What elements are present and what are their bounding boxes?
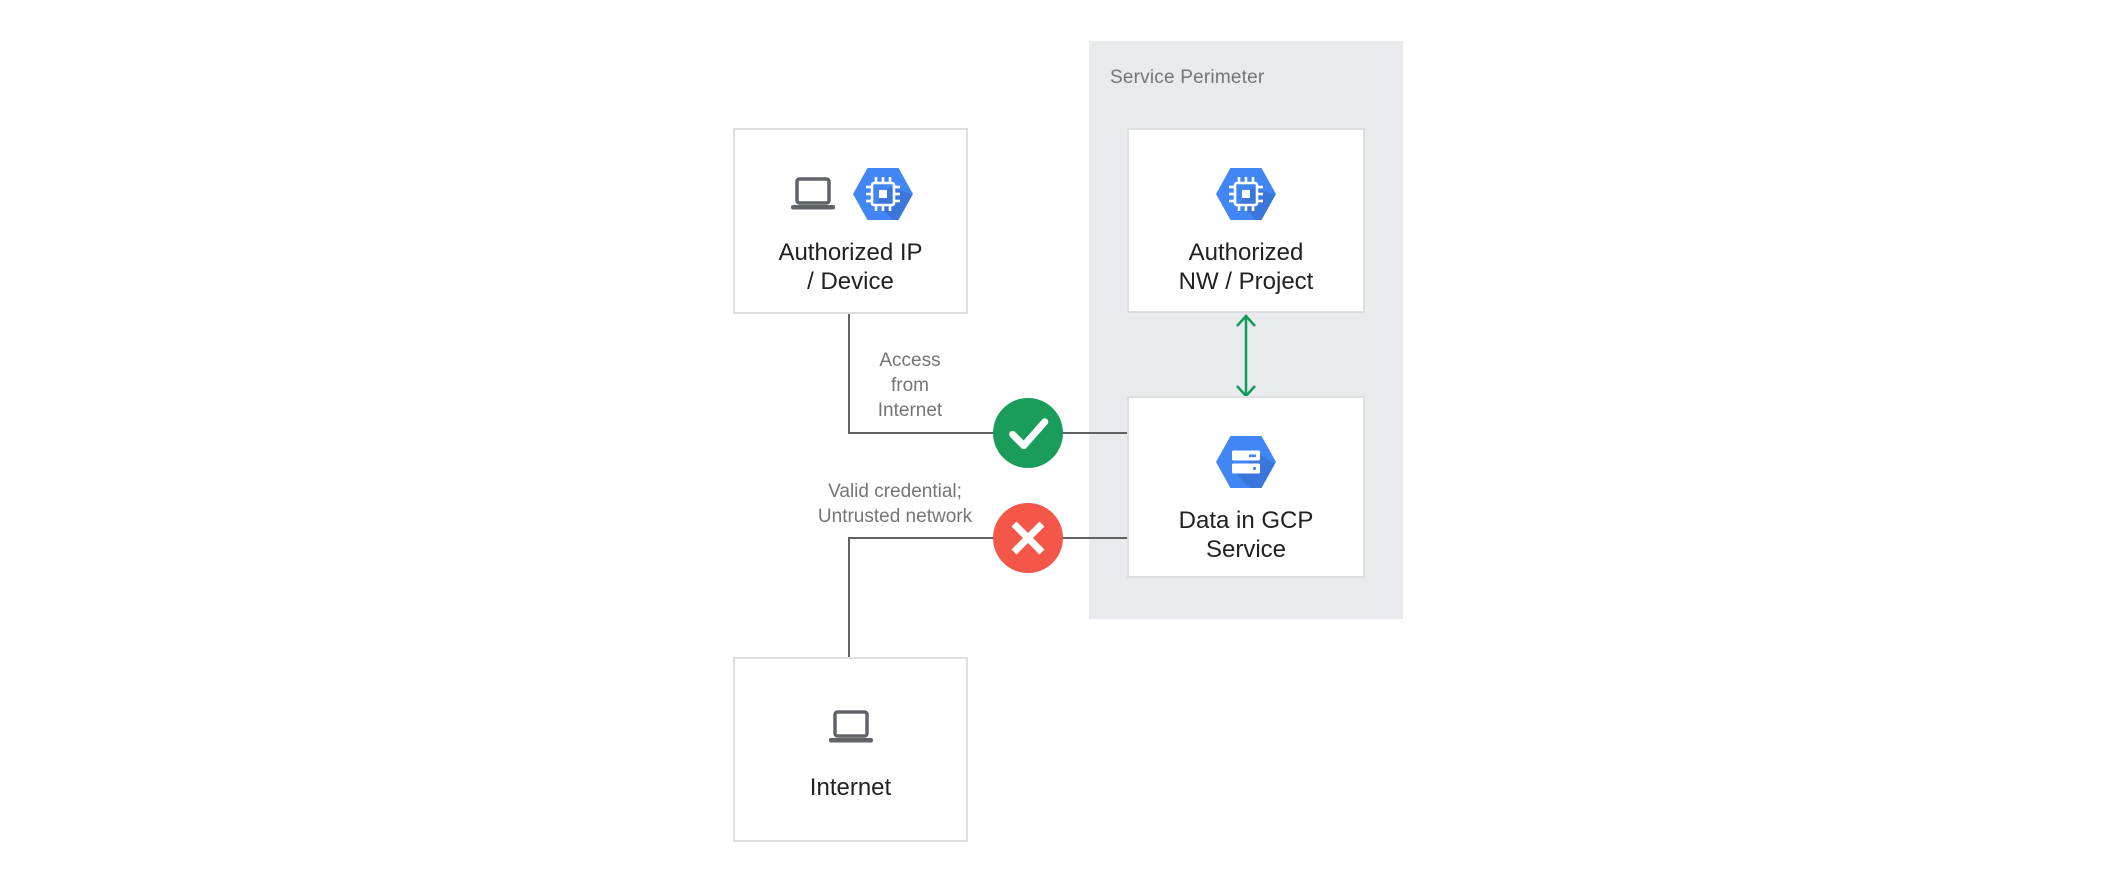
allowed-status-badge	[993, 398, 1063, 468]
laptop-icon	[788, 176, 838, 212]
icon-row	[1215, 166, 1277, 222]
connector-denied-vertical	[848, 538, 850, 657]
compute-hexagon-icon	[1215, 167, 1277, 221]
node-data-in-gcp-service: Data in GCP Service	[1127, 396, 1365, 578]
x-icon	[993, 503, 1063, 573]
icon-row	[788, 166, 914, 222]
storage-hexagon-icon	[1215, 435, 1277, 489]
node-authorized-nw-project: Authorized NW / Project	[1127, 128, 1365, 313]
icon-row	[826, 707, 876, 747]
node-label-authorized-ip-device: Authorized IP / Device	[778, 239, 923, 295]
node-label-data-in-gcp-service: Data in GCP Service	[1178, 507, 1314, 563]
connector-denied-horizontal	[848, 537, 1127, 539]
bidirectional-arrow-icon	[1233, 313, 1259, 399]
service-perimeter-label: Service Perimeter	[1110, 67, 1265, 88]
check-icon	[993, 398, 1063, 468]
annotation-access-from-internet: Access from Internet	[877, 350, 943, 421]
compute-hexagon-icon	[852, 167, 914, 221]
node-label-authorized-nw-project: Authorized NW / Project	[1178, 239, 1314, 295]
node-authorized-ip-device: Authorized IP / Device	[733, 128, 968, 314]
annotation-valid-credential-untrusted-network: Valid credential; Untrusted network	[817, 481, 973, 527]
denied-status-badge	[993, 503, 1063, 573]
connector-allowed-vertical	[848, 314, 850, 434]
node-internet: Internet	[733, 657, 968, 842]
connector-allowed-horizontal	[848, 432, 1127, 434]
node-label-internet: Internet	[809, 774, 892, 801]
laptop-icon	[826, 709, 876, 745]
icon-row	[1215, 434, 1277, 490]
